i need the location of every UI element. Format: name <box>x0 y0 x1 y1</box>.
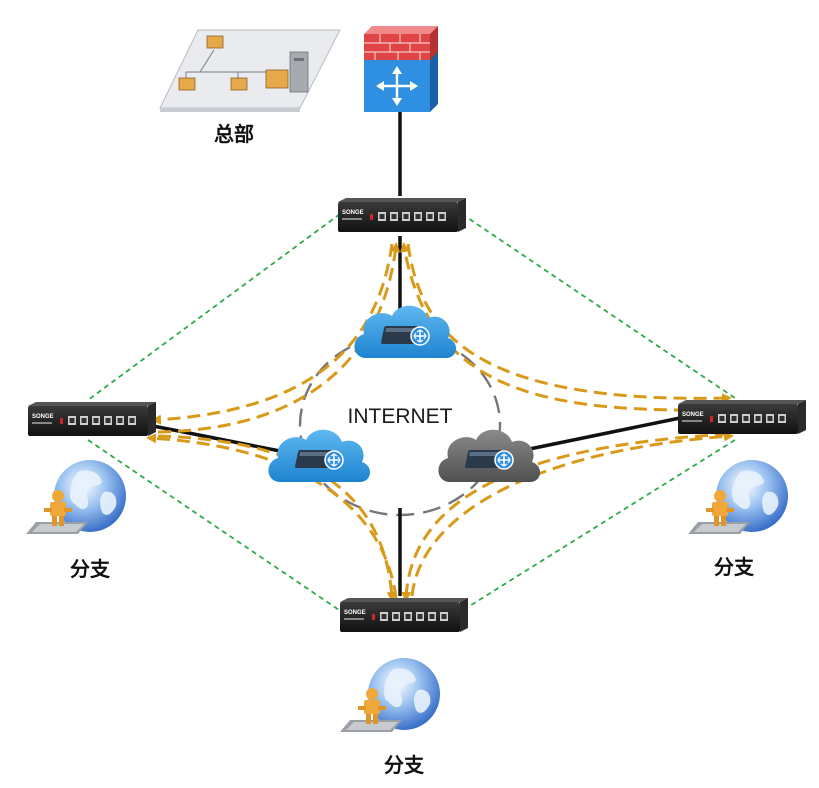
uplinks <box>147 112 681 596</box>
tunnel-bottom-right <box>410 431 734 597</box>
vpn-gateway-icon-bottom <box>340 598 468 632</box>
mesh-link-right-bottom <box>459 439 736 613</box>
mesh-link-left-bottom <box>87 439 343 613</box>
mesh-links <box>87 213 736 613</box>
cloud-router-icon-top <box>354 305 457 358</box>
tunnel-left-top <box>157 242 401 434</box>
vpn-gateway-icon-left <box>28 402 156 436</box>
tunnel-right-top <box>400 242 728 412</box>
hq-lan-icon <box>159 29 341 112</box>
branch-globe-icon-right <box>688 460 788 534</box>
tunnel-top-left <box>151 243 394 425</box>
hq-label: 总部 <box>214 122 254 146</box>
vpn-gateway-icon-right <box>678 400 806 434</box>
tunnel-top-right <box>406 243 732 404</box>
firewall-icon <box>364 26 438 112</box>
mesh-link-top-left <box>87 213 341 401</box>
mesh-link-top-right <box>461 213 736 399</box>
branch-label-left: 分支 <box>70 557 111 581</box>
internet-label: INTERNET <box>348 405 453 428</box>
branch-label-bottom: 分支 <box>384 753 425 777</box>
uplink-left <box>147 423 286 454</box>
cloud-router-icon-left <box>268 429 371 482</box>
vpn-gateway-icon-hq <box>338 198 466 232</box>
cloud-router-icon-right <box>438 429 541 482</box>
branch-globe-icon-bottom <box>340 658 440 732</box>
branch-globe-icon-left <box>26 460 126 534</box>
branch-label-right: 分支 <box>714 555 755 579</box>
tunnel-bottom-left <box>146 433 398 599</box>
uplink-right <box>514 416 681 454</box>
